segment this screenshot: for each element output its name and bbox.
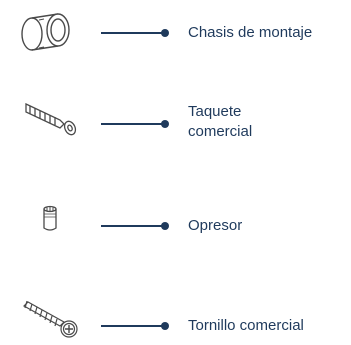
part-label: Taquete comercial: [188, 103, 253, 140]
leader-line: [101, 29, 169, 37]
part-label: Tornillo comercial: [188, 317, 304, 334]
leader-line: [101, 222, 169, 230]
wall-anchor-icon: [25, 102, 77, 136]
screw-icon: [23, 300, 78, 338]
part-row-mounting-chassis: Chasis de montaje: [0, 0, 351, 70]
part-row-set-screw: Opresor: [0, 190, 351, 260]
part-label: Chasis de montaje: [188, 24, 313, 41]
set-screw-icon: [43, 205, 57, 231]
leader-line: [101, 120, 169, 128]
leader-line: [101, 322, 169, 330]
part-row-wall-anchor: Taquete comercial: [0, 90, 351, 160]
mounting-chassis-icon: [21, 13, 70, 51]
part-label: Opresor: [188, 217, 243, 234]
part-row-screw: Tornillo comercial: [0, 290, 351, 345]
